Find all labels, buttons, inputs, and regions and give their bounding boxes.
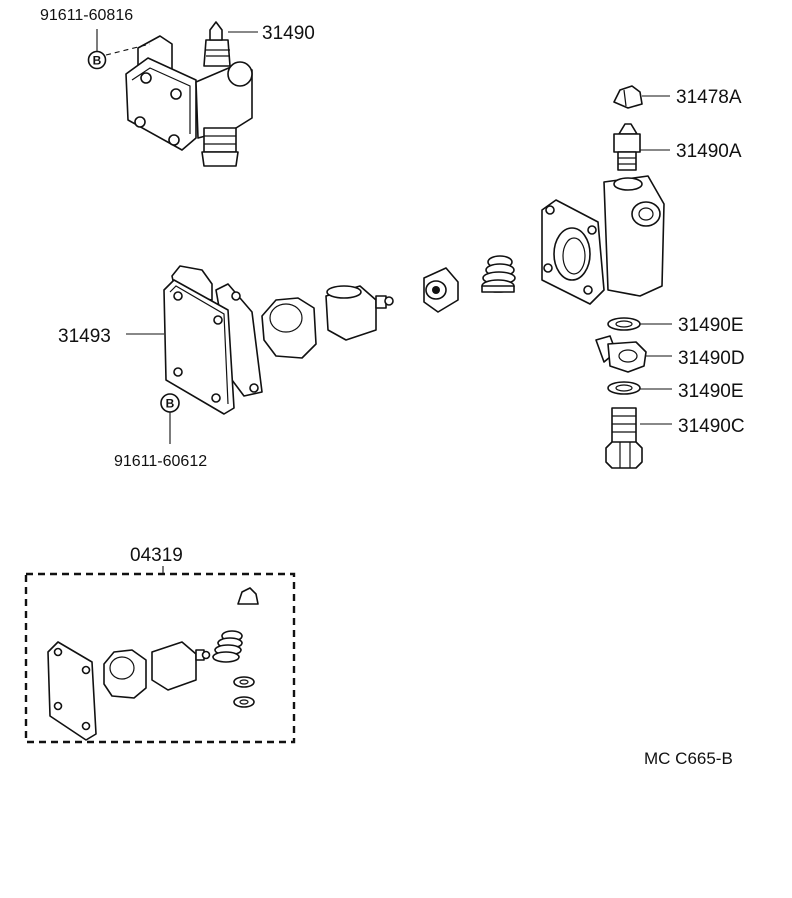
washer-31490E-top xyxy=(607,317,641,331)
label-31478A: 31478A xyxy=(676,87,742,108)
diaphragm-boot xyxy=(261,297,317,359)
label-31490D: 31490D xyxy=(678,348,745,369)
union-bolt-31490D xyxy=(595,335,647,373)
cap-31478A xyxy=(613,85,643,109)
piston xyxy=(325,285,394,341)
label-31490E-top: 31490E xyxy=(678,315,744,336)
assembled-pump-view xyxy=(125,21,253,167)
diagram-code: MC C665-B xyxy=(644,749,733,768)
label-31490A: 31490A xyxy=(676,141,742,162)
spring xyxy=(481,255,516,293)
label-31490C: 31490C xyxy=(678,416,745,437)
label-31493: 31493 xyxy=(58,326,111,347)
label-31490E-bottom: 31490E xyxy=(678,381,744,402)
label-31490: 31490 xyxy=(262,23,315,44)
repair-kit-box xyxy=(24,572,296,744)
cylinder-body xyxy=(541,175,665,305)
kit-contents xyxy=(47,587,259,741)
b-marker-top-label: B xyxy=(93,54,102,68)
b-marker-mid-label: B xyxy=(166,397,175,411)
cup-seal xyxy=(423,267,459,313)
b-marker-top: B xyxy=(87,50,107,70)
label-91611-60816: 91611-60816 xyxy=(40,7,133,24)
b-marker-mid: B xyxy=(160,393,180,413)
label-91611-60612: 91611-60612 xyxy=(114,453,207,470)
bleeder-screw-31490A xyxy=(613,123,641,171)
label-04319: 04319 xyxy=(130,545,183,566)
cover-plate-31493 xyxy=(163,265,263,415)
washer-31490E-bottom xyxy=(607,381,641,395)
union-bolt-31490C xyxy=(605,407,643,469)
